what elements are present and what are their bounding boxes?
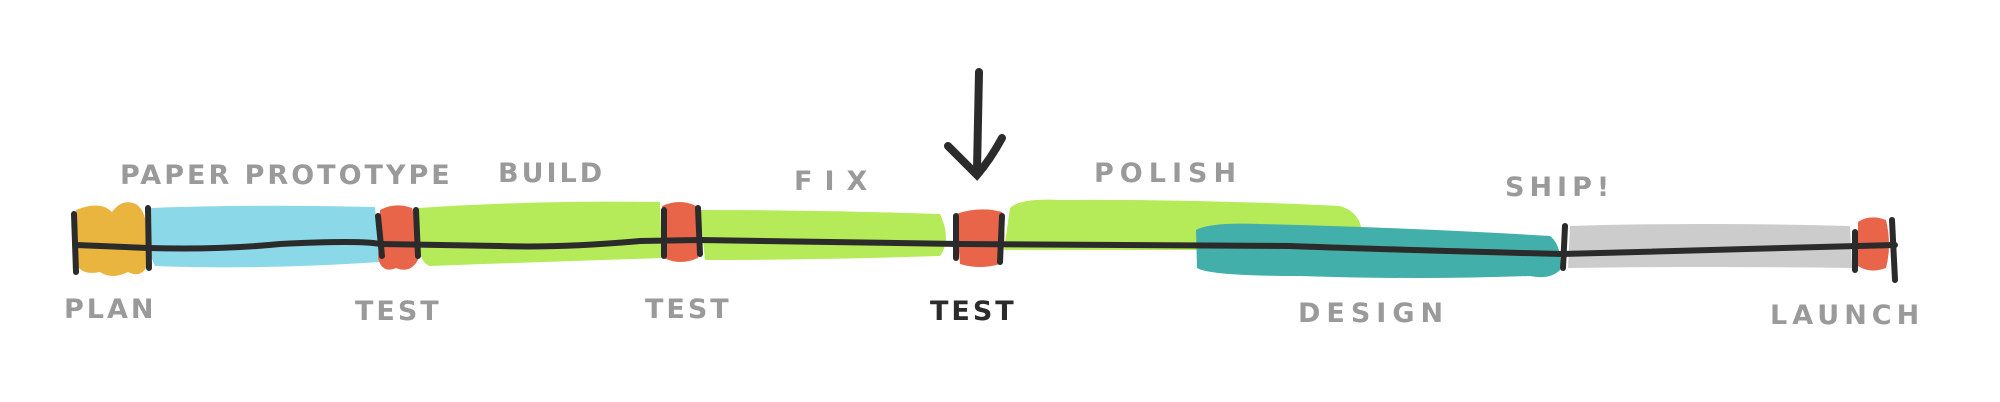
label-build: BUILD xyxy=(498,158,605,189)
fix-segment xyxy=(700,210,946,260)
label-launch: LAUNCH xyxy=(1770,300,1924,331)
tick-test2-end xyxy=(695,205,703,257)
tick-start xyxy=(71,211,79,275)
tick-test1-end xyxy=(413,207,421,259)
label-fix: FIX xyxy=(794,166,879,197)
label-design: DESIGN xyxy=(1298,298,1449,329)
label-paper-prototype: PAPER PROTOTYPE xyxy=(120,160,453,191)
paper-prototype-segment xyxy=(148,205,380,268)
label-plan: PLAN xyxy=(64,294,157,325)
label-test-current: TEST xyxy=(930,296,1017,327)
tick-ship-start xyxy=(1560,223,1568,271)
label-test-1: TEST xyxy=(355,296,442,327)
build-segment xyxy=(417,201,662,266)
tick-end xyxy=(1889,217,1898,283)
timeline-line xyxy=(73,236,1898,258)
test-segment-2 xyxy=(662,202,700,262)
label-polish: POLISH xyxy=(1094,158,1242,189)
plan-segment xyxy=(76,202,148,276)
tick-plan-end xyxy=(145,205,152,271)
arrow-down-icon xyxy=(944,68,1006,181)
tick-test1-start xyxy=(375,213,385,259)
test-segment-3 xyxy=(956,209,1005,267)
label-test-2: TEST xyxy=(645,294,732,325)
ship-segment xyxy=(1568,224,1852,268)
test-segment-1 xyxy=(378,205,419,270)
label-ship: SHIP! xyxy=(1505,172,1614,203)
tick-test3-end xyxy=(997,213,1005,265)
